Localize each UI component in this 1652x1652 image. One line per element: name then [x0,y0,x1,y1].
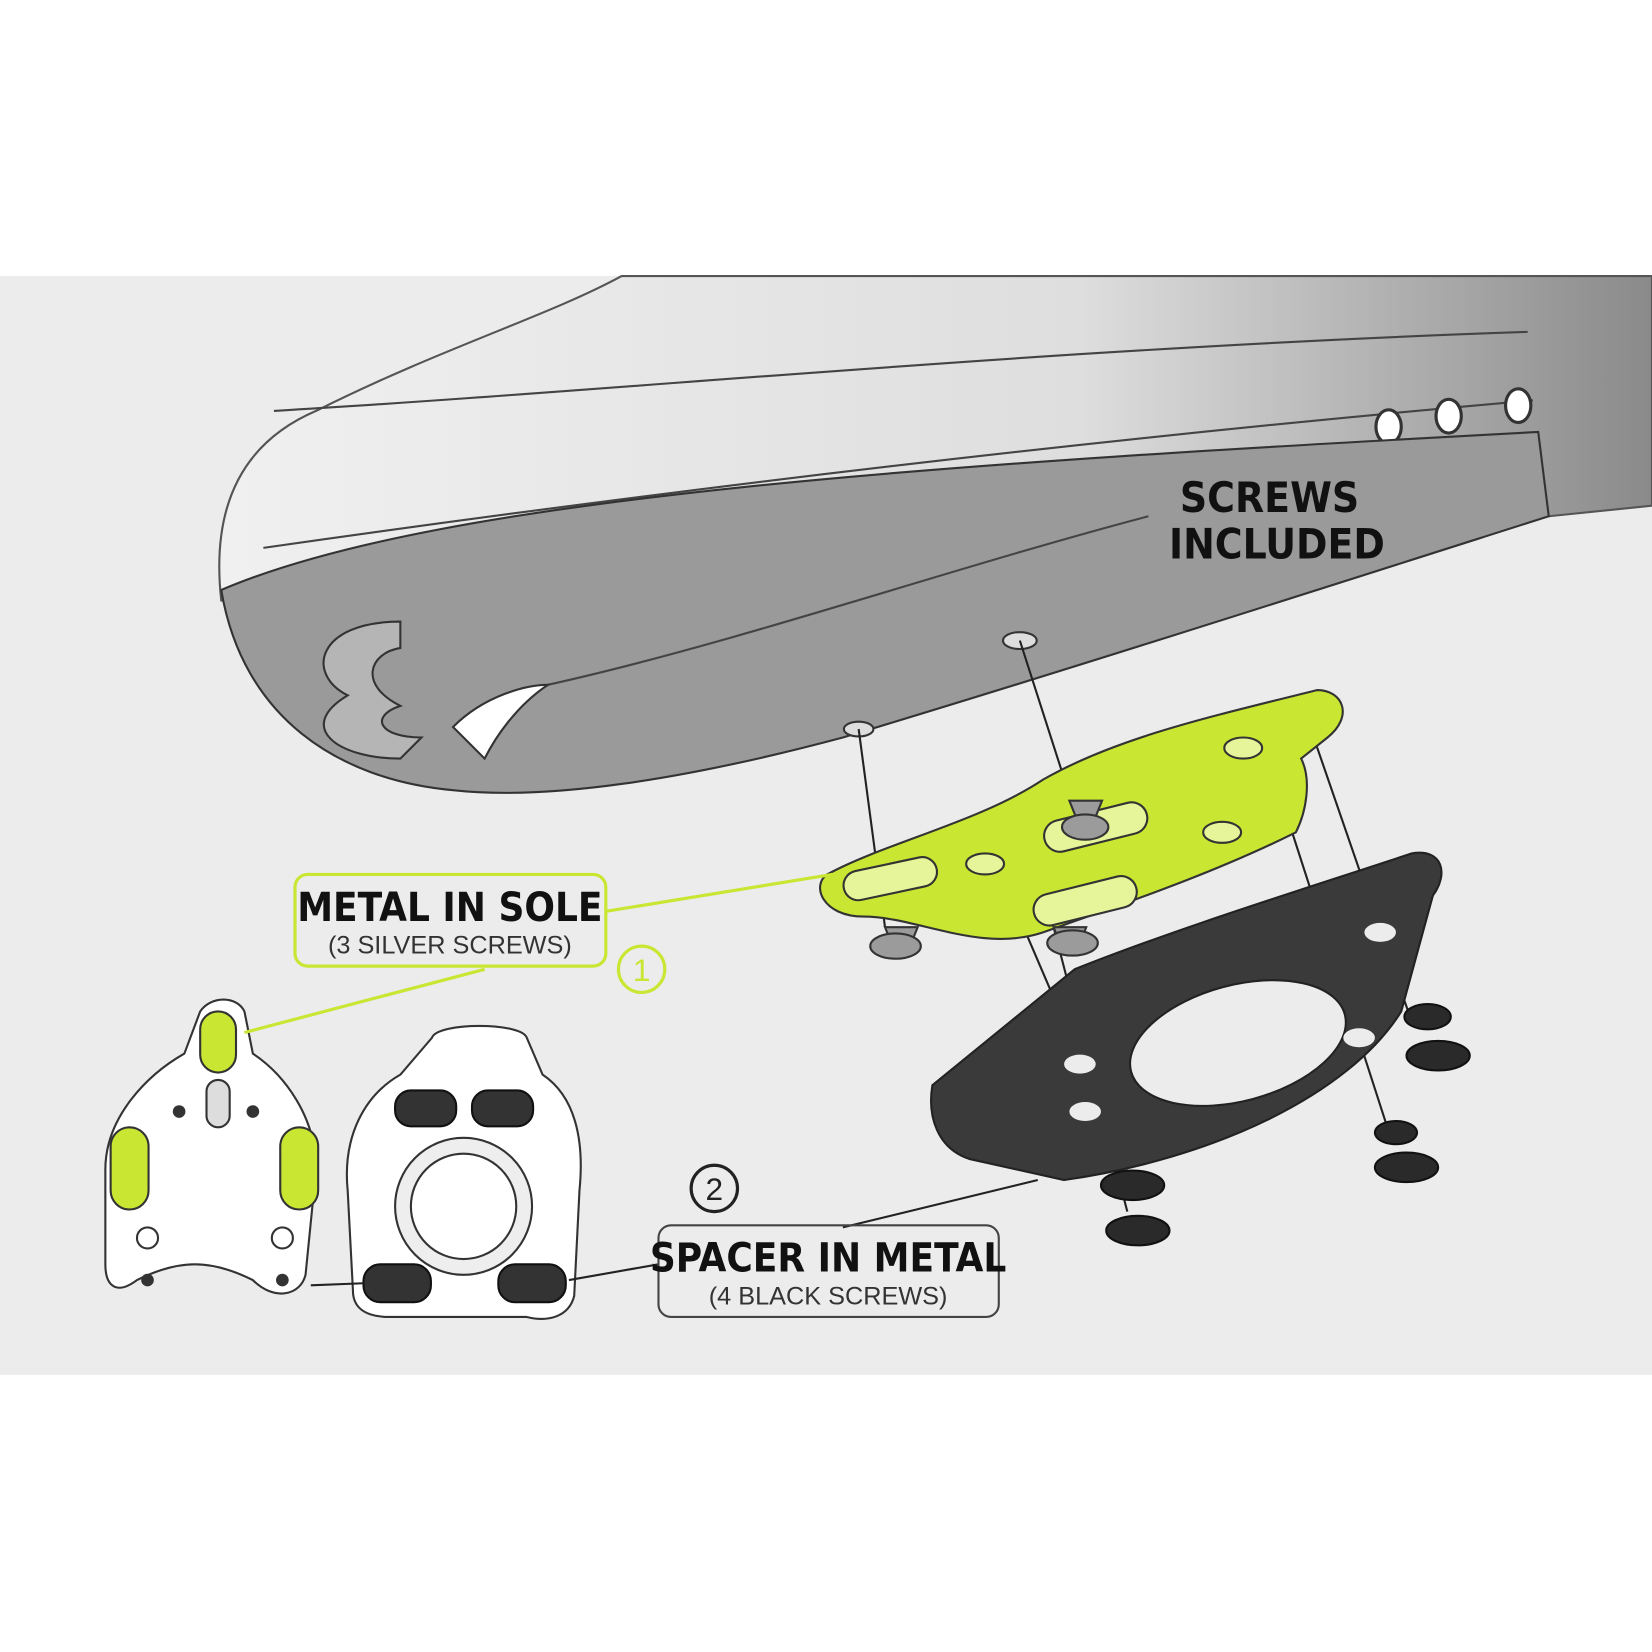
sole-cutout [451,683,552,761]
spacer-title: SPACER IN METAL [650,1236,1007,1282]
cleat-ring-inner [409,1152,518,1261]
callout-line-metal [605,872,833,913]
cleat-holes [141,1105,289,1287]
callout-line-spacer [842,1178,1039,1229]
metal-in-sole-box [293,872,608,968]
shoe-line [263,399,1534,549]
step-2-number: 2 [706,1171,724,1207]
black-screws [1099,1003,1471,1247]
step-2-badge [689,1163,740,1214]
callout-line-spacer-cleat [568,1263,659,1282]
step-1-badge [616,944,667,995]
screws-included-label-2: INCLUDED [1169,519,1385,568]
vent-hole [1434,397,1463,435]
cleat-center-slot [205,1078,231,1129]
spacer-box [657,1224,1000,1319]
shoe-sole [220,430,1550,794]
sole-tread [322,620,424,760]
screws-included-label: SCREWS [1180,473,1359,522]
sole-contour [547,515,1149,686]
callout-line-cleats [310,1282,364,1287]
cleat-spacer-pads [362,1089,567,1304]
shoe-line [273,330,1528,412]
silver-screws [869,799,1110,960]
step-1-number: 1 [633,952,651,988]
vent-hole [1374,408,1403,446]
metal-in-sole-title: METAL IN SOLE [297,885,602,931]
cleat-three-bolt [104,998,318,1295]
metal-in-sole-subtitle: (3 SILVER SCREWS) [328,931,572,959]
cleat-holes-open [135,1226,294,1250]
spacer-subtitle: (4 BLACK SCREWS) [709,1282,948,1310]
cleat-slots-highlighted [109,1010,320,1211]
vent-hole [1503,387,1533,425]
spacer-holes [1064,922,1396,1121]
callout-line-metal-cleat [244,967,486,1035]
spacer-opening [1128,979,1347,1107]
